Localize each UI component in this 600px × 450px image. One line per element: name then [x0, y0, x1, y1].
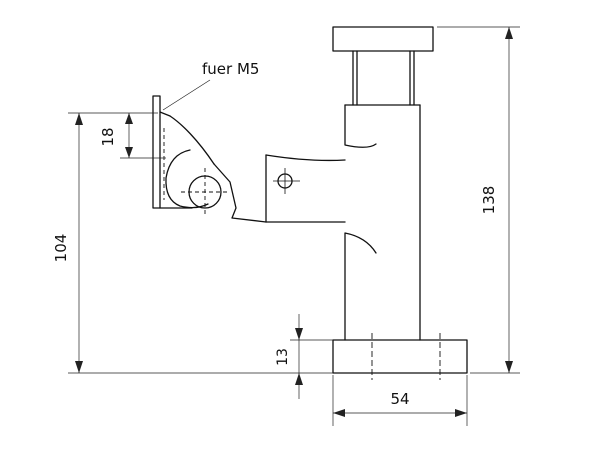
dim-18-arrow-bottom	[125, 147, 133, 158]
note-leader	[162, 79, 211, 111]
bracket-plate	[152, 95, 161, 209]
dim-13-label: 13	[275, 348, 291, 366]
link-upper-edge	[169, 115, 215, 165]
dim-54-arrow-left	[333, 409, 345, 417]
dim-18-arrow-top	[125, 113, 133, 124]
link-right-edge	[213, 163, 267, 223]
column-lower-left	[344, 232, 377, 341]
top-cap	[332, 26, 434, 52]
base-plate	[332, 339, 468, 374]
arm-top-edge	[265, 154, 346, 162]
dim-54-arrow-right	[455, 409, 467, 417]
dim-13-arrow-bottom	[295, 373, 303, 385]
dim-54-label: 54	[390, 390, 409, 408]
note-label: fuer M5	[202, 60, 259, 78]
dim-138-label: 138	[480, 186, 498, 215]
dim-138-arrow-bottom	[505, 361, 513, 373]
dim-104-arrow-bottom	[75, 361, 83, 373]
bracket-spindle	[159, 111, 171, 117]
dim-138-arrow-top	[505, 27, 513, 39]
dim-18-label: 18	[99, 127, 117, 146]
column-upper-left	[344, 104, 377, 148]
dim-13-arrow-top	[295, 328, 303, 340]
dim-104-arrow-top	[75, 113, 83, 125]
link-lower-curve	[165, 149, 209, 209]
dim-104-label: 104	[52, 234, 70, 263]
